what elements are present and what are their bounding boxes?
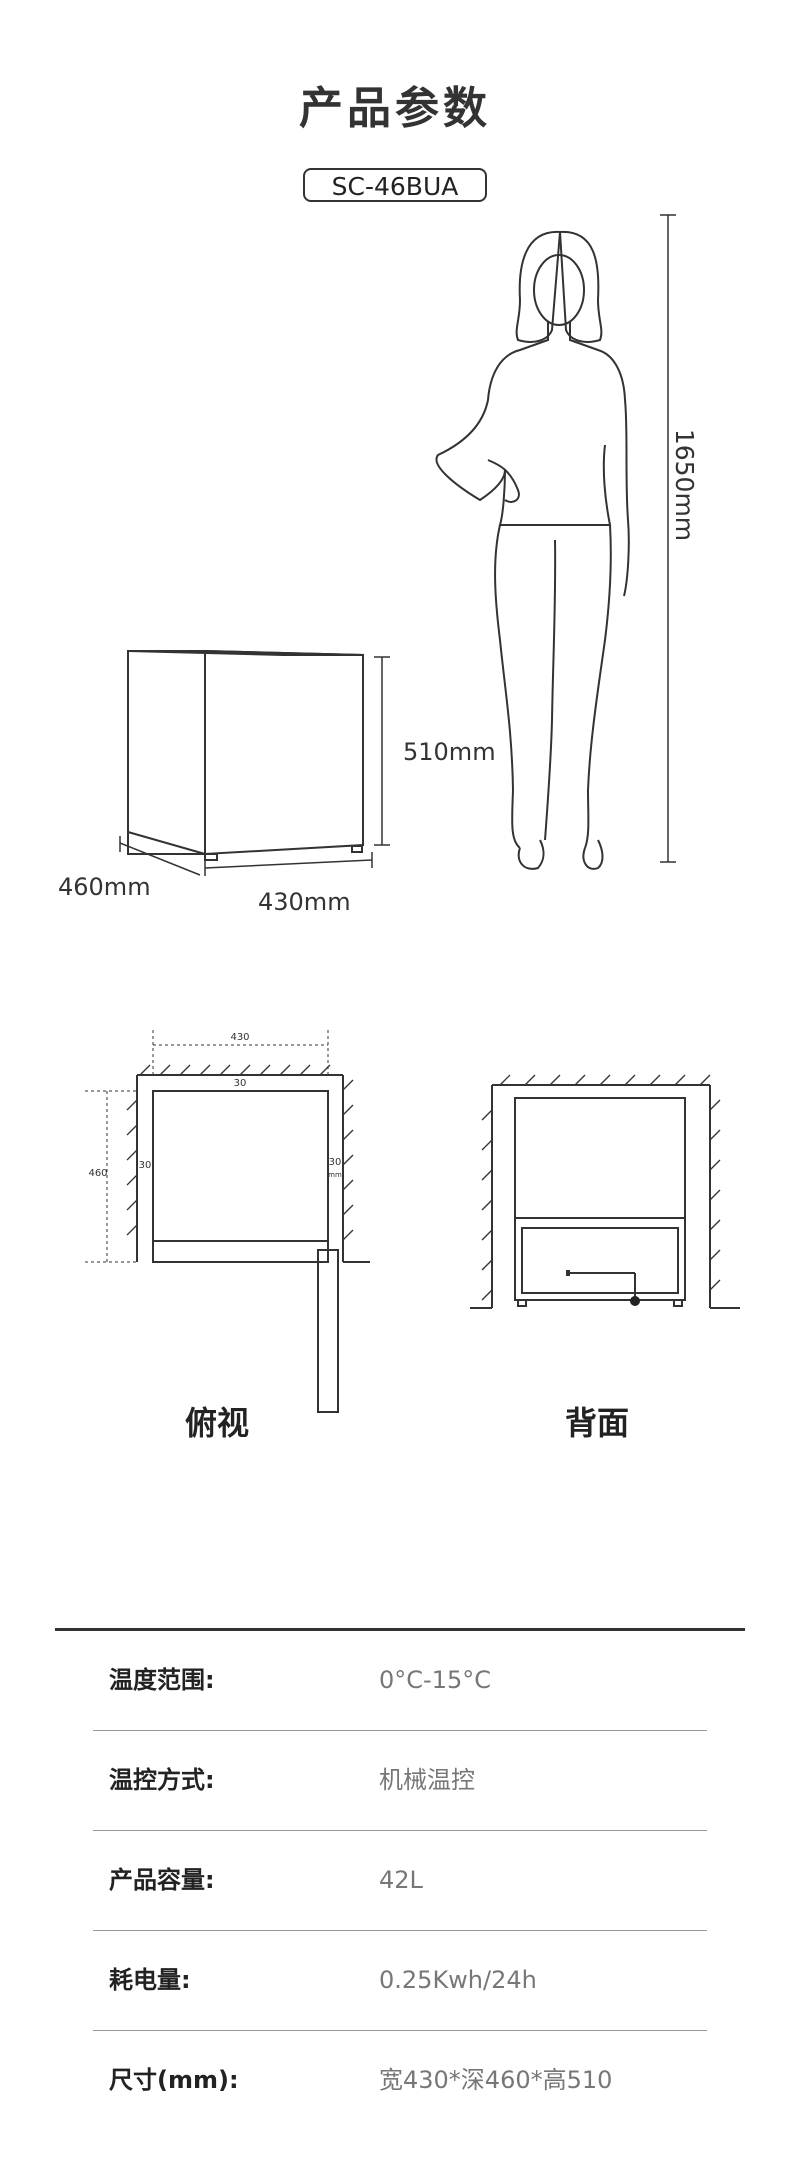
spec-label: 耗电量:	[109, 1966, 191, 1994]
person-height-line	[660, 214, 676, 863]
page-title: 产品参数	[299, 83, 491, 134]
top-view-drawing	[85, 1030, 370, 1413]
back-view-vent	[566, 1270, 570, 1276]
top-view-top-gap-label: 30	[234, 1078, 247, 1089]
top-view-depth-label: 460	[88, 1168, 107, 1179]
dimension-fridge-height: 510mm	[403, 738, 496, 766]
top-view-unit-label: mm	[328, 1171, 342, 1179]
spec-value: 机械温控	[379, 1766, 475, 1794]
dimension-fridge-depth: 460mm	[58, 873, 151, 901]
spec-value: 0°C-15°C	[379, 1666, 491, 1694]
spec-value: 0.25Kwh/24h	[379, 1966, 537, 1994]
dimension-person-height: 1650mm	[670, 429, 699, 541]
spec-value: 宽430*深460*高510	[379, 2066, 613, 2094]
spec-row-size: 尺寸(mm): 宽430*深460*高510	[93, 2031, 707, 2130]
back-view-drawing	[470, 1074, 740, 1309]
spec-row-power: 耗电量: 0.25Kwh/24h	[93, 1931, 707, 2031]
top-view-label: 俯视	[185, 1404, 250, 1442]
top-view-width-label: 430	[230, 1032, 249, 1043]
model-badge: SC-46BUA	[303, 168, 487, 202]
back-view-label: 背面	[565, 1404, 630, 1442]
fridge-dimension-lines	[119, 656, 390, 876]
spec-row-capacity: 产品容量: 42L	[93, 1831, 707, 1931]
top-view-left-gap-label: 30	[139, 1160, 152, 1171]
person-drawing	[435, 230, 630, 870]
spec-label: 尺寸(mm):	[109, 2066, 239, 2094]
spec-label: 温度范围:	[109, 1666, 215, 1694]
dimension-fridge-width: 430mm	[258, 888, 351, 916]
spec-table-top-border	[55, 1628, 745, 1631]
spec-row-control: 温控方式: 机械温控	[93, 1731, 707, 1831]
power-plug-icon	[630, 1296, 640, 1306]
spec-table: 温度范围: 0°C-15°C 温控方式: 机械温控 产品容量: 42L 耗电量:…	[55, 1628, 745, 2130]
spec-label: 产品容量:	[109, 1866, 215, 1894]
spec-row-temperature: 温度范围: 0°C-15°C	[93, 1631, 707, 1731]
fridge-drawing	[127, 649, 364, 861]
spec-label: 温控方式:	[109, 1766, 215, 1794]
product-illustration: 1650mm 510mm 460mm 430mm	[58, 214, 740, 1413]
top-view-right-gap-label: 30	[329, 1157, 342, 1168]
spec-value: 42L	[379, 1866, 423, 1894]
